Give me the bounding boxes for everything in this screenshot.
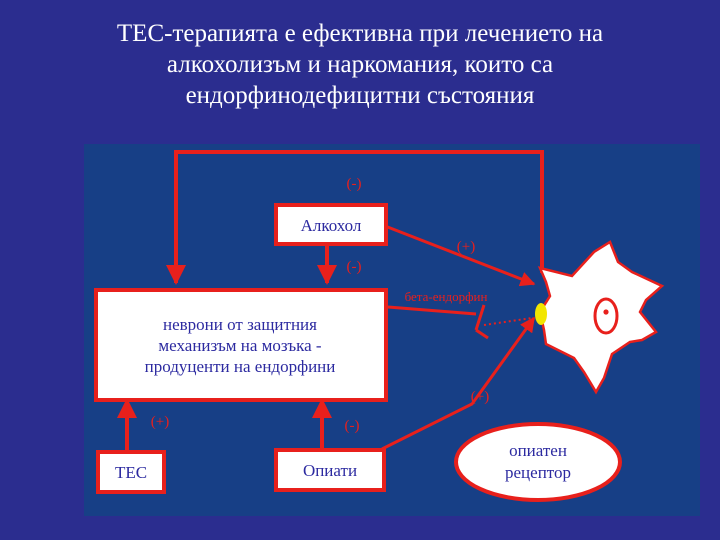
receptor-line-1: опиатен <box>509 441 567 460</box>
label-alcohol-neurons: (-) <box>347 259 362 275</box>
title-line-1: TEC-терапията е ефективна при лечението … <box>116 20 604 47</box>
alcohol-label: Алкохол <box>301 216 362 235</box>
label-beta-endorphin: бета-ендорфин <box>405 289 488 304</box>
synapse-dotted-line <box>483 317 533 326</box>
receptor-dot <box>535 303 547 325</box>
neurons-to-synapse-line <box>387 305 477 316</box>
opiates-to-receptor-arrow <box>381 316 536 451</box>
neurons-line-3: продуценти на ендорфини <box>145 357 336 376</box>
neurons-line-2: механизъм на мозъка - <box>158 336 321 355</box>
opiate-receptor: опиатен рецептор <box>454 422 622 502</box>
opiates-label: Опиати <box>303 461 357 480</box>
neurons-box: неврони от защитния механизъм на мозъка … <box>94 288 388 402</box>
label-receptor-cell: (+) <box>471 389 489 405</box>
label-alcohol-cell: (+) <box>457 239 475 255</box>
alcohol-to-cell-arrow <box>384 224 536 287</box>
label-opiates-neurons: (-) <box>345 418 360 434</box>
cell-nucleus <box>593 297 619 335</box>
label-tec-neurons: (+) <box>151 414 169 430</box>
slide-title: TEC-терапията е ефективна при лечението … <box>0 18 720 111</box>
opiates-box: Опиати <box>274 448 386 492</box>
tec-box: TEC <box>96 450 166 494</box>
tec-label: TEC <box>115 463 147 482</box>
top-loop-arrow <box>166 150 544 285</box>
synapse-terminal <box>474 304 489 340</box>
title-line-2: алкохолизъм и наркомания, които са <box>166 51 554 78</box>
title-line-3: ендорфинодефицитни състояния <box>185 82 535 109</box>
neuron-cell <box>535 240 665 395</box>
receptor-line-2: рецептор <box>505 463 571 482</box>
neurons-line-1: неврони от защитния <box>163 315 317 334</box>
alcohol-box: Алкохол <box>274 203 388 246</box>
label-top-loop: (-) <box>347 176 362 192</box>
